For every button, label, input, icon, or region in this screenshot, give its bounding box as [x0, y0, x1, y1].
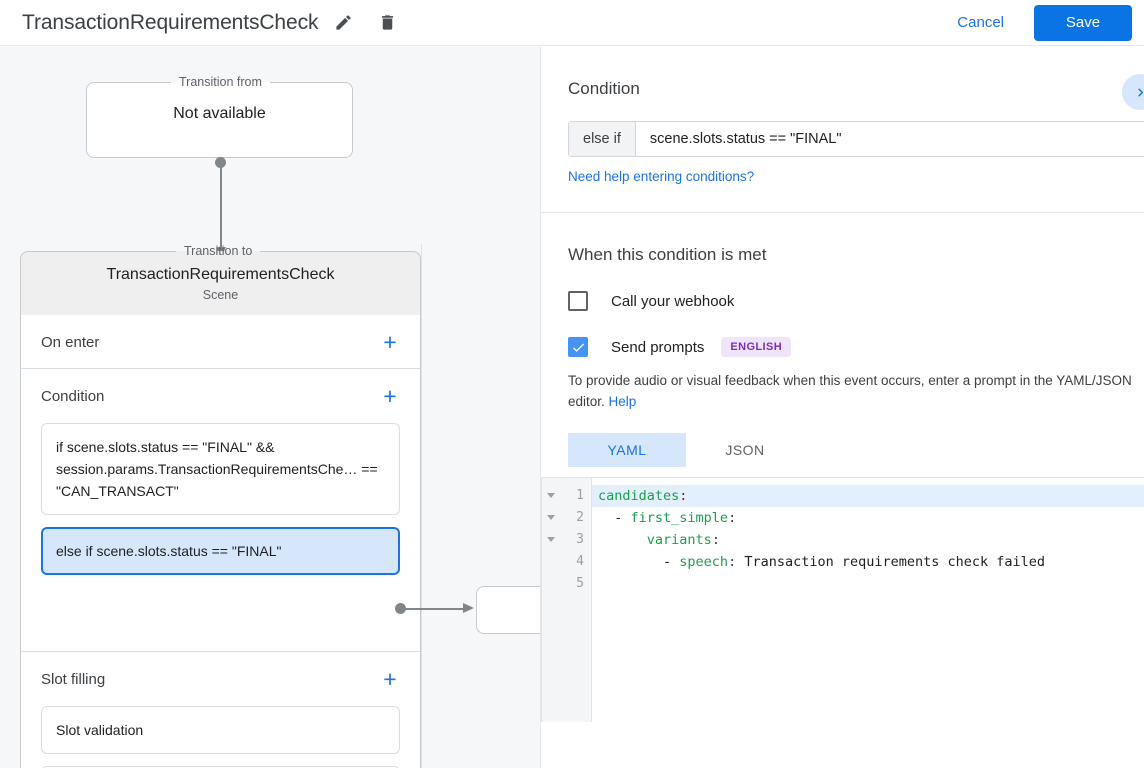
gutter-line[interactable]: 3 [542, 529, 591, 551]
chevron-right-icon[interactable] [1122, 74, 1144, 110]
section-label: Condition [41, 387, 105, 405]
trash-icon[interactable] [376, 12, 398, 34]
plus-icon[interactable]: + [383, 382, 397, 409]
code-key: candidates [598, 487, 680, 504]
call-webhook-label: Call your webhook [611, 292, 735, 310]
transition-to-card[interactable]: Transition to TransactionRequirementsChe… [20, 244, 421, 315]
code-punct: : [728, 509, 737, 526]
send-prompts-label: Send prompts [611, 338, 705, 356]
page-title: TransactionRequirementsCheck [22, 10, 319, 34]
fold-arrow-icon[interactable] [547, 514, 555, 520]
connector-dot [395, 603, 406, 614]
save-button[interactable]: Save [1034, 4, 1132, 41]
app-bar: TransactionRequirementsCheck Cancel Save [0, 0, 1144, 46]
line-number: 5 [576, 576, 584, 592]
slot-item[interactable]: Slot validation [41, 706, 400, 755]
section-label: Slot filling [41, 670, 106, 688]
call-webhook-checkbox[interactable] [568, 291, 588, 311]
title-actions [332, 12, 398, 34]
scene-type: Scene [202, 288, 239, 302]
code-line[interactable]: candidates: [592, 484, 1144, 507]
connector-line [220, 162, 222, 250]
code-line[interactable]: - speech: Transaction requirements check… [592, 551, 1144, 573]
section-label: On enter [41, 333, 100, 351]
graph-guide-line [421, 244, 422, 768]
section-condition: Condition + if scene.slots.status == "FI… [20, 369, 421, 652]
code-indent [598, 532, 647, 548]
language-badge: ENGLISH [721, 337, 792, 357]
transition-from-card[interactable]: Transition from Not available [86, 75, 353, 158]
transition-from-value: Not available [173, 105, 266, 122]
gutter-line[interactable]: 4 [542, 551, 591, 573]
prompts-description-text: To provide audio or visual feedback when… [568, 373, 1132, 409]
code-indent: - [598, 553, 680, 570]
prompts-description: To provide audio or visual feedback when… [568, 371, 1136, 413]
condition-output-connector [395, 601, 475, 617]
code-punct: : [728, 553, 737, 570]
cancel-button[interactable]: Cancel [957, 14, 1004, 31]
fold-arrow-icon[interactable] [547, 536, 555, 542]
code-punct: : [711, 531, 720, 548]
editor-format-tabs: YAML JSON [568, 432, 1117, 467]
plus-icon[interactable]: + [383, 328, 397, 355]
condition-detail-section: Condition else if scene.slots.status == … [541, 47, 1144, 186]
code-indent: - [598, 509, 631, 526]
line-number: 4 [576, 554, 584, 570]
condition-met-section: When this condition is met Call your web… [541, 213, 1144, 467]
gutter-line[interactable]: 1 [542, 485, 591, 507]
code-value: Transaction requirements check failed [736, 553, 1046, 570]
webhook-row[interactable]: Call your webhook [568, 291, 1117, 311]
send-prompts-checkbox[interactable] [568, 337, 588, 357]
transition-to-legend: Transition to [184, 244, 253, 258]
condition-heading: Condition [568, 79, 640, 98]
gutter-line[interactable]: 2 [542, 507, 591, 529]
editor-code-area[interactable]: candidates: - first_simple: variants: - … [592, 478, 1144, 722]
section-slot-filling: Slot filling + Slot validation Transacti… [20, 652, 421, 768]
panel-divider [540, 47, 541, 768]
code-punct: : [679, 487, 688, 504]
code-line[interactable] [592, 573, 1144, 595]
code-key: first_simple [630, 509, 729, 526]
condition-item-selected[interactable]: else if scene.slots.status == "FINAL" [41, 527, 400, 576]
line-number: 3 [576, 532, 584, 548]
next-node-card[interactable] [476, 586, 540, 634]
pencil-icon[interactable] [332, 12, 354, 34]
connector-arrowhead [463, 603, 474, 613]
gutter-line[interactable]: 5 [542, 573, 591, 595]
connector-line [404, 608, 466, 610]
condition-help-link[interactable]: Need help entering conditions? [568, 169, 755, 184]
condition-met-heading: When this condition is met [568, 245, 767, 264]
section-divider [541, 212, 1144, 213]
graph-panel: Transition from Not available Transition… [0, 47, 540, 768]
detail-panel: Condition else if scene.slots.status == … [541, 47, 1144, 768]
line-number: 2 [576, 510, 584, 526]
code-key: variants [646, 531, 712, 548]
plus-icon[interactable]: + [383, 665, 397, 692]
code-key: speech [679, 553, 729, 570]
condition-item[interactable]: if scene.slots.status == "FINAL" && sess… [41, 423, 400, 516]
tab-json[interactable]: JSON [725, 441, 765, 458]
section-on-enter: On enter + [20, 315, 421, 369]
prompts-row[interactable]: Send prompts ENGLISH [568, 337, 1117, 357]
editor-gutter: 1 2 3 4 5 [542, 477, 592, 722]
transition-from-legend: Transition from [179, 75, 262, 89]
section-header-on-enter: On enter + [21, 315, 420, 369]
code-line[interactable]: - first_simple: [592, 507, 1144, 529]
code-line[interactable]: variants: [592, 529, 1144, 551]
condition-expression-input[interactable]: scene.slots.status == "FINAL" [649, 131, 842, 147]
condition-input-group[interactable]: else if scene.slots.status == "FINAL" [568, 121, 1144, 157]
scene-name: TransactionRequirementsCheck [106, 266, 335, 283]
fold-arrow-icon[interactable] [547, 492, 555, 498]
help-link[interactable]: Help [608, 393, 637, 409]
section-header-condition: Condition + [21, 369, 420, 423]
condition-prefix-label: else if [569, 122, 636, 156]
section-header-slot-filling: Slot filling + [21, 652, 420, 706]
code-editor[interactable]: 1 2 3 4 5 candidates: - first_simple: va… [541, 476, 1144, 722]
tab-yaml[interactable]: YAML [568, 432, 686, 467]
line-number: 1 [576, 488, 584, 504]
